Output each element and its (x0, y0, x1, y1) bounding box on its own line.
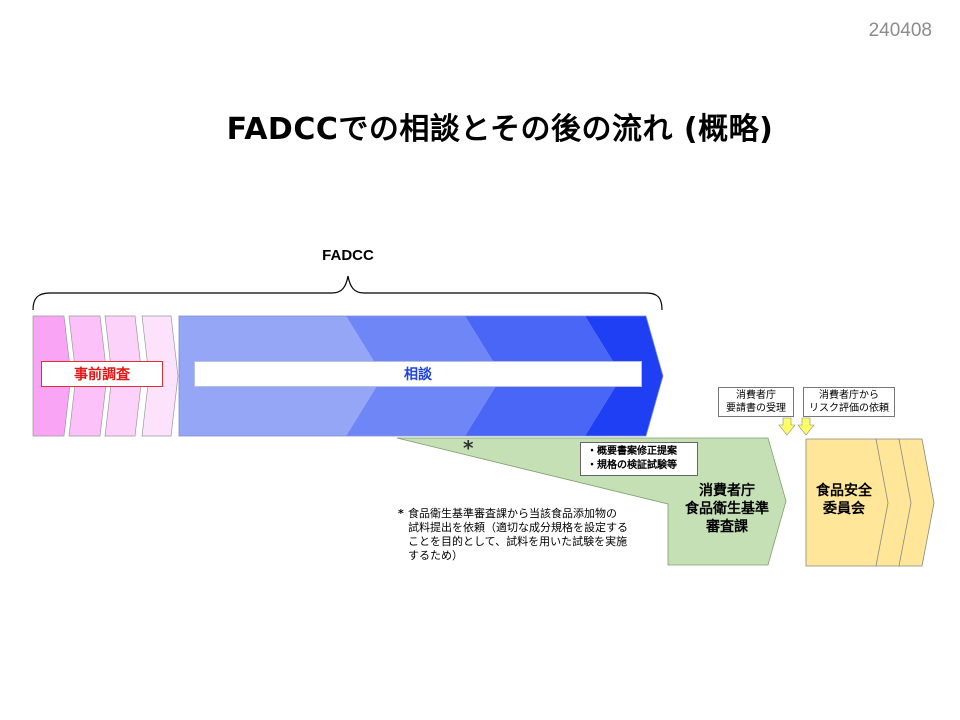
consultation-label: 相談 (194, 361, 642, 387)
fadcc-brace-label: FADCC (322, 247, 374, 264)
footnote-line: 食品衛生基準審査課から当該食品添加物の (408, 507, 617, 520)
caa-line: 審査課 (706, 519, 748, 535)
risk-request-line: 消費者庁から (819, 390, 879, 401)
caa-line: 食品衛生基準 (685, 501, 769, 517)
fsc-line: 食品安全 (816, 483, 872, 499)
risk-request-line: リスク評価の依頼 (809, 403, 889, 414)
slide-id: 240408 (868, 20, 932, 41)
footnote: * 食品衛生基準審査課から当該食品添加物の 試料提出を依頼（適切な成分規格を設定す… (398, 507, 658, 563)
risk-request-down-arrow (797, 417, 815, 436)
notes-line: ・概要書案修正提案 (587, 446, 677, 457)
fsc-line: 委員会 (823, 501, 865, 517)
consultation-notes-box: ・概要書案修正提案 ・規格の検証試験等 (580, 442, 698, 476)
footnote-line: 試料提出を依頼（適切な成分規格を設定する (408, 521, 628, 534)
slide-title: FADCCでの相談とその後の流れ (概略) (226, 112, 774, 147)
request-receipt-line: 消費者庁 (736, 390, 776, 401)
caa-line: 消費者庁 (699, 483, 755, 499)
footnote-line: するため） (408, 549, 463, 562)
request-receipt-line: 要請書の受理 (726, 403, 786, 414)
fsc-main-shape (805, 438, 889, 567)
pre-survey-label: 事前調査 (41, 361, 163, 387)
caa-label: 消費者庁 食品衛生基準 審査課 (668, 482, 786, 536)
footnote-mark: * (398, 507, 404, 520)
receipt-down-arrow (778, 417, 796, 436)
notes-line: ・規格の検証試験等 (587, 460, 677, 471)
footnote-line: ことを目的として、試料を用いた試験を実施 (408, 535, 628, 548)
consult-arrow-outline (178, 315, 664, 437)
fsc-label: 食品安全 委員会 (806, 482, 882, 518)
asterisk-mark: * (463, 436, 474, 460)
request-receipt-box: 消費者庁 要請書の受理 (718, 387, 794, 417)
fadcc-brace (32, 275, 663, 311)
risk-assessment-request-box: 消費者庁から リスク評価の依頼 (803, 387, 895, 417)
